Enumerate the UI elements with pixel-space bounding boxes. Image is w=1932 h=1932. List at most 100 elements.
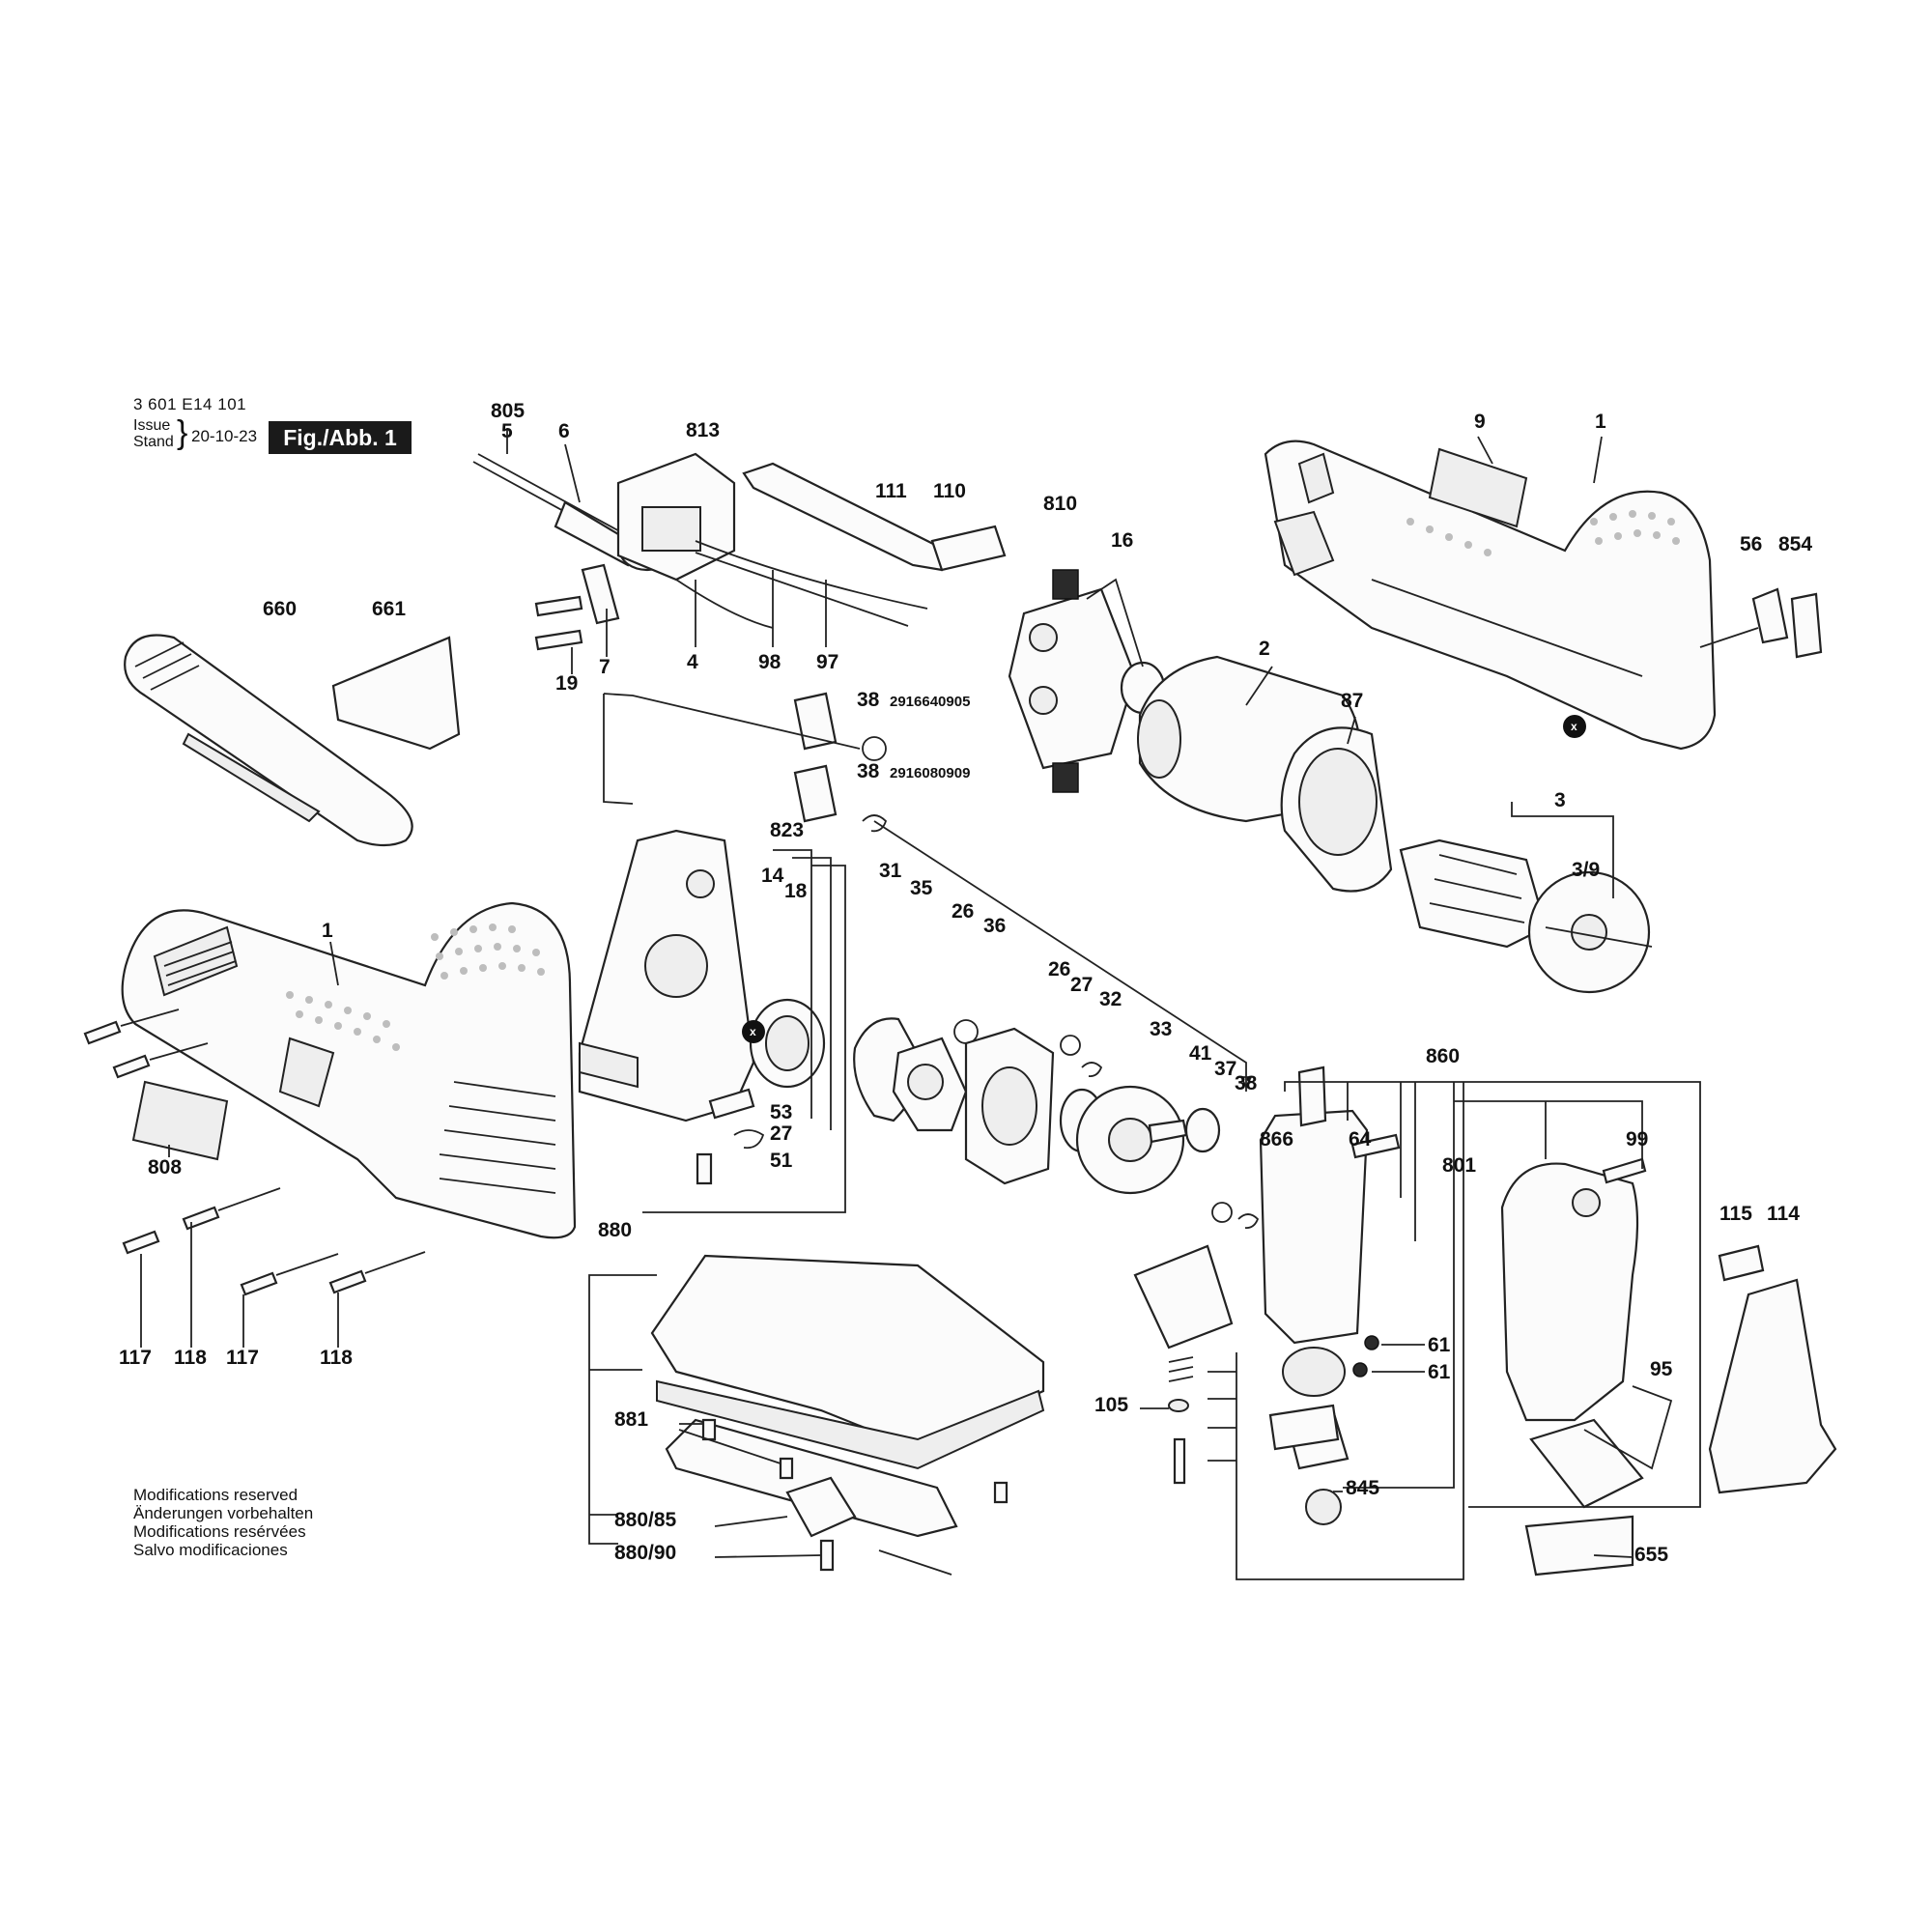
gasket-35 <box>892 1037 968 1132</box>
callout-880-90: 880/90 <box>614 1542 676 1564</box>
brush-holder <box>1008 569 1137 793</box>
callout-38-top: 38 <box>857 689 880 711</box>
callout-118-a: 118 <box>174 1347 207 1369</box>
callout-880-85: 880/85 <box>614 1509 677 1531</box>
callout-61-a: 61 <box>1428 1334 1451 1356</box>
callout-16: 16 <box>1111 529 1133 552</box>
plate-655 <box>1524 1515 1634 1577</box>
callout-31: 31 <box>879 860 902 882</box>
callout-6: 6 <box>558 420 570 442</box>
base-plate <box>650 1254 1045 1538</box>
part-number-38-bottom: 2916080909 <box>890 765 970 781</box>
dust-extraction-adapter <box>124 634 413 847</box>
callout-56: 56 <box>1740 533 1762 555</box>
callout-9: 9 <box>1474 411 1486 433</box>
gear-cover-36 <box>964 1027 1055 1185</box>
callout-38-c: 38 <box>1235 1072 1258 1094</box>
x-mark-text: x <box>1571 720 1577 733</box>
callout-810: 810 <box>1043 493 1077 515</box>
callout-823: 823 <box>770 819 804 841</box>
cable-clamp <box>581 563 620 625</box>
washer-26-27 <box>1060 1035 1103 1077</box>
callout-27-a: 27 <box>1070 974 1093 996</box>
callout-14: 14 <box>761 865 784 887</box>
support-roller-set <box>1529 1418 1644 1509</box>
x-mark-left: x <box>742 1020 765 1043</box>
x-mark-right: x <box>1563 715 1586 738</box>
housing-half-left <box>121 901 577 1239</box>
callout-845: 845 <box>1346 1477 1379 1499</box>
screws-881 <box>701 1418 1009 1572</box>
housing-half-right <box>1264 440 1717 751</box>
callout-881: 881 <box>614 1408 648 1431</box>
callout-114: 114 <box>1767 1203 1800 1225</box>
bearing-41 <box>1184 1107 1221 1153</box>
callout-87: 87 <box>1341 690 1363 712</box>
screws-117-118 <box>83 1009 426 1296</box>
callout-27-b: 27 <box>770 1122 792 1145</box>
switch-slider <box>930 525 1007 572</box>
switch-module <box>616 452 928 629</box>
armature <box>1399 802 1653 994</box>
callout-19: 19 <box>555 672 578 695</box>
issue-brace: } <box>177 414 188 451</box>
note-es: Salvo modificaciones <box>133 1541 288 1559</box>
callout-117-b: 117 <box>226 1347 259 1369</box>
leader-lines-860 <box>1208 1081 1701 1580</box>
callout-labels: 805 5 6 813 9 1 111 110 810 16 56 854 66… <box>119 400 1812 1566</box>
label-plate-808 <box>131 1080 229 1161</box>
note-en: Modifications reserved <box>133 1486 298 1504</box>
label-plate-9 <box>1428 447 1528 528</box>
lifting-rod-assembly <box>1259 1109 1369 1525</box>
callout-805: 805 <box>491 400 525 422</box>
part-number-38-top: 2916640905 <box>890 694 970 710</box>
figure-badge: Fig./Abb. 1 <box>269 421 412 454</box>
issue-label-en: Issue <box>133 417 171 434</box>
needle-bearing-14 <box>749 998 826 1089</box>
callout-26-b: 26 <box>1048 958 1070 980</box>
pin-53 <box>708 1088 755 1120</box>
callout-808: 808 <box>148 1156 182 1179</box>
lever-56 <box>1699 587 1789 648</box>
fan-guide-87 <box>1280 726 1393 893</box>
callout-99: 99 <box>1626 1128 1648 1151</box>
gear-housing <box>578 829 755 1122</box>
callout-117-a: 117 <box>119 1347 152 1369</box>
callout-105: 105 <box>1094 1394 1128 1416</box>
callout-97: 97 <box>816 651 838 673</box>
rollers-61 <box>1352 1335 1379 1378</box>
leader-lines-823 <box>642 849 846 1213</box>
callout-801: 801 <box>1442 1154 1476 1177</box>
callout-813: 813 <box>686 419 720 441</box>
adapter-clip <box>331 636 461 751</box>
callout-26-a: 26 <box>952 900 974 923</box>
callout-38-bottom: 38 <box>857 760 880 782</box>
leader-lines-801 <box>1454 1100 1643 1169</box>
callout-660: 660 <box>263 598 297 620</box>
callout-118-b: 118 <box>320 1347 353 1369</box>
knob-854 <box>1790 592 1823 659</box>
main-gear-33 <box>1075 1085 1188 1195</box>
callout-18: 18 <box>784 880 808 902</box>
callout-3-9: 3/9 <box>1572 859 1600 881</box>
switch-rod <box>742 462 949 572</box>
callout-98: 98 <box>758 651 781 673</box>
modifications-note: Modifications reserved Änderungen vorbeh… <box>133 1486 313 1559</box>
pin-64 <box>1350 1133 1401 1159</box>
spring-880-90 <box>878 1549 952 1576</box>
callout-53: 53 <box>770 1101 792 1123</box>
guide-105 <box>1133 1244 1234 1485</box>
drawing-number: 3 601 E14 101 <box>133 395 247 413</box>
callout-880: 880 <box>598 1219 632 1241</box>
callout-36: 36 <box>983 915 1006 937</box>
callout-4: 4 <box>687 651 698 673</box>
callout-2: 2 <box>1259 638 1270 660</box>
bushing-866 <box>1297 1065 1327 1127</box>
leader-lines-880 <box>588 1274 657 1545</box>
callout-33: 33 <box>1150 1018 1172 1040</box>
callout-655: 655 <box>1634 1544 1668 1566</box>
note-de: Änderungen vorbehalten <box>133 1504 314 1522</box>
callout-35: 35 <box>910 877 933 899</box>
note-fr: Modifications resérvées <box>133 1522 306 1541</box>
